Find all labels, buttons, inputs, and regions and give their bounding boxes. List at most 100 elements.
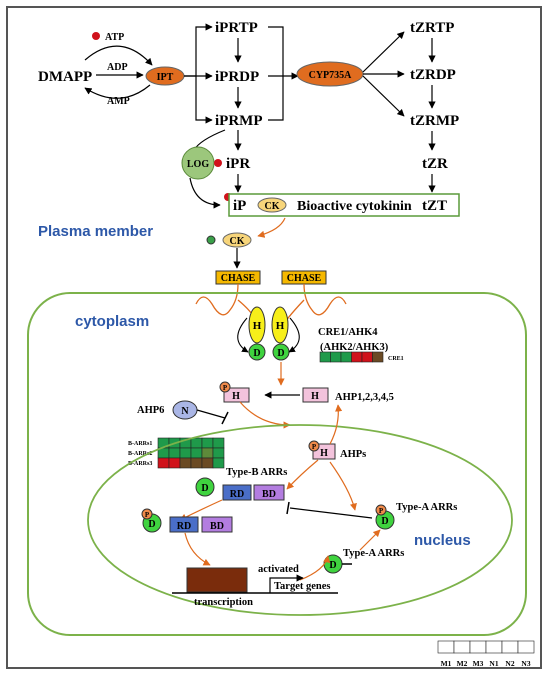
b-arrs-cell-1-2 — [179, 447, 192, 459]
ahp6-label: AHP6 — [137, 405, 164, 416]
cre1-cell-5 — [372, 351, 384, 363]
ck-label-top: CK — [265, 201, 280, 212]
phospho-p-4-label: P — [379, 507, 384, 515]
typea-phospho-arrow — [359, 529, 381, 551]
atp-dot — [92, 32, 100, 40]
cre1-tag-label: CRE1 — [388, 356, 404, 362]
b-arrs-cell-2-0 — [157, 457, 170, 469]
legend-label-m2: M2 — [457, 659, 468, 668]
tzr-label: tZR — [422, 156, 448, 172]
cyp-to-tzrmp — [362, 75, 405, 117]
receptor-h-right-label: H — [276, 320, 285, 332]
b-arrs-cell-0-5 — [212, 437, 225, 449]
iprdp-label: iPRDP — [215, 69, 259, 85]
bioactive-label: Bioactive cytokinin — [297, 199, 412, 214]
ahp-h-box — [302, 387, 329, 403]
log-label: LOG — [187, 159, 209, 170]
ahp-list-label: AHP1,2,3,4,5 — [335, 392, 394, 403]
activation-arrow — [269, 574, 304, 593]
ipr-dot — [214, 159, 222, 167]
phosphorelay-right — [288, 317, 300, 353]
ahp6-inhibit-bar — [221, 411, 229, 425]
typea-inhibit-bar — [286, 501, 290, 515]
cre1-cell-0 — [319, 351, 331, 363]
ahps-shuttle-arrow — [329, 404, 343, 445]
b-arrs-cell-0-3 — [190, 437, 203, 449]
transcription-box — [186, 567, 248, 593]
ahps-label: AHPs — [340, 449, 366, 460]
cre1-ahk4-label: CRE1/AHK4 — [318, 327, 378, 338]
b-arrs-cell-2-2 — [179, 457, 192, 469]
ipt-to-iprmp — [195, 76, 213, 124]
nucleus-label: nucleus — [414, 532, 471, 549]
type-b-label: Type-B ARRs — [226, 467, 287, 478]
cyp735a-label: CYP735A — [309, 70, 353, 81]
amp-arrow — [84, 84, 151, 99]
chase-label-left: CHASE — [221, 273, 256, 284]
phospho-p-2 — [308, 440, 320, 452]
atp-arrow — [84, 45, 153, 66]
phosphorelay-left — [237, 317, 249, 353]
typeb-bd-box — [253, 484, 285, 501]
b-arrs-cell-1-1 — [168, 447, 181, 459]
active-bd-label: BD — [210, 521, 224, 532]
cyp-bracket — [268, 26, 284, 121]
cre1-cell-2 — [340, 351, 352, 363]
legend-cell-0 — [437, 640, 455, 654]
nucleus-envelope — [87, 424, 513, 616]
cyp-to-tzrtp — [362, 31, 405, 73]
ck-bound-dot — [206, 235, 216, 245]
transcription-label: transcription — [194, 597, 253, 608]
ahp6-n-label: N — [181, 406, 189, 417]
receptor-tm-left — [195, 283, 239, 316]
legend-cell-5 — [517, 640, 535, 654]
tzrmp-label: tZRMP — [410, 113, 459, 129]
typea-d-label-2: D — [329, 560, 336, 571]
cre1-cell-1 — [330, 351, 342, 363]
atp-label: ATP — [105, 32, 124, 43]
b-arrs-cell-1-4 — [201, 447, 214, 459]
bioactive-box — [228, 193, 460, 217]
legend-label-n2: N2 — [505, 659, 514, 668]
phospho-p-3-label: P — [145, 511, 150, 519]
phospho-p-3 — [141, 508, 153, 520]
legend-label-m1: M1 — [441, 659, 452, 668]
ck-label-bound: CK — [230, 236, 245, 247]
typeb-d-label: D — [201, 483, 208, 494]
b-arrs-cell-2-3 — [190, 457, 203, 469]
adp-label: ADP — [107, 62, 128, 73]
typeb-rd-box — [222, 484, 252, 501]
b-arrs-cell-2-4 — [201, 457, 214, 469]
receptor-d-left — [248, 343, 266, 361]
phospho-h-label: H — [232, 391, 240, 402]
typea-inhibit-line — [289, 507, 373, 519]
receptor-tm-right — [303, 283, 347, 316]
target-genes-label: Target genes — [274, 581, 330, 592]
ahp6-inhibit-line — [196, 409, 226, 419]
b-arrs-cell-0-4 — [201, 437, 214, 449]
b-arrs-label-1: B-ARRs1 — [128, 441, 152, 447]
receptor-h-left — [248, 306, 266, 344]
amp-label: AMP — [107, 96, 130, 107]
to-transcription-arrow — [184, 532, 211, 566]
tzrtp-label: tZRTP — [410, 20, 454, 36]
b-arrs-cell-1-5 — [212, 447, 225, 459]
target-to-typea-arrow — [299, 555, 331, 581]
type-a-label-1: Type-A ARRs — [396, 502, 457, 513]
active-d-label: D — [148, 519, 155, 530]
ahps-to-typea-arrow — [329, 461, 357, 511]
ipr-label: iPR — [226, 156, 250, 172]
ck-ellipse-bound — [222, 232, 252, 248]
b-arrs-label-3: B-ARRs3 — [128, 461, 152, 467]
typea-d-label-1: D — [381, 516, 388, 527]
active-rd-box — [169, 516, 199, 533]
tzrdp-label: tZRDP — [410, 67, 456, 83]
legend-cell-1 — [453, 640, 471, 654]
active-bd-box — [201, 516, 233, 533]
tzt-label: tZT — [422, 198, 447, 214]
phospho-p-2-label: P — [312, 443, 317, 451]
receptor-d-right-label: D — [277, 348, 284, 359]
ipt-label: IPT — [157, 72, 174, 83]
phospho-p-1 — [219, 381, 231, 393]
